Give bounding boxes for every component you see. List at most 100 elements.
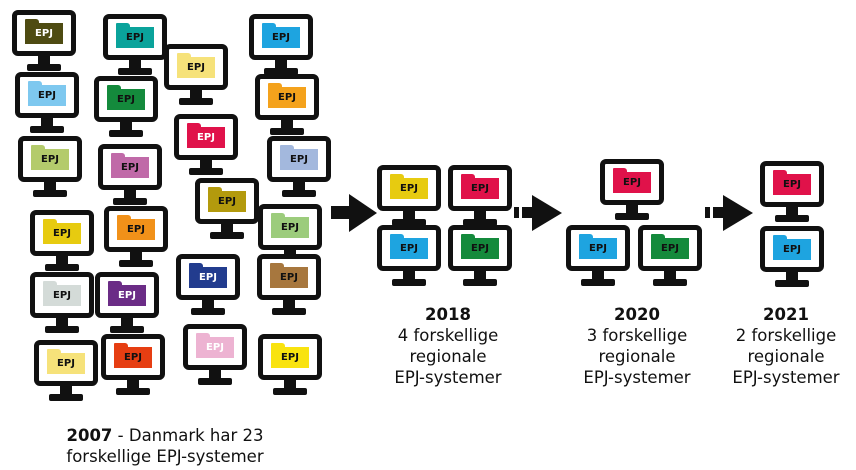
monitor-stand <box>109 130 143 137</box>
monitor-stand <box>282 190 316 197</box>
epj-folder-icon: EPJ <box>196 333 234 358</box>
epj-folder-icon: EPJ <box>461 234 499 259</box>
dotted-arrow-right-icon <box>705 195 753 231</box>
monitor-icon: EPJ <box>377 165 441 229</box>
monitor-neck <box>786 206 798 216</box>
monitor-stand <box>113 198 147 205</box>
monitor-stand <box>45 326 79 333</box>
epj-folder-icon: EPJ <box>271 343 309 368</box>
monitor-stand <box>463 279 497 286</box>
monitor-stand <box>210 232 244 239</box>
epj-folder-icon: EPJ <box>390 174 428 199</box>
monitor-stand <box>775 280 809 287</box>
monitor-neck <box>209 369 221 379</box>
monitor-neck <box>121 317 133 327</box>
monitor-icon: EPJ <box>176 254 240 318</box>
epj-folder-icon: EPJ <box>187 123 225 148</box>
monitor-screen <box>30 272 94 318</box>
stage-line: EPJ-systemer <box>394 368 502 387</box>
monitor-icon: EPJ <box>101 334 165 398</box>
monitor-stand <box>189 168 223 175</box>
stage-2018-label: 2018 4 forskellige regionale EPJ-systeme… <box>368 304 528 388</box>
monitor-icon: EPJ <box>258 334 322 398</box>
stage-year: 2018 <box>425 305 471 324</box>
monitor-screen <box>12 10 76 56</box>
monitor-icon: EPJ <box>15 72 79 136</box>
epj-folder-icon: EPJ <box>271 213 309 238</box>
epj-folder-icon: EPJ <box>114 343 152 368</box>
monitor-neck <box>283 299 295 309</box>
monitor-stand <box>463 219 497 226</box>
monitor-screen <box>30 210 94 256</box>
monitor-stand <box>119 260 153 267</box>
monitor-icon: EPJ <box>30 272 94 336</box>
monitor-stand <box>116 388 150 395</box>
monitor-icon: EPJ <box>34 340 98 404</box>
stage-year: 2007 <box>66 426 113 445</box>
epj-folder-icon: EPJ <box>189 263 227 288</box>
monitor-neck <box>281 119 293 129</box>
monitor-icon: EPJ <box>255 74 319 138</box>
caption-text: - Danmark har 23 <box>112 426 264 445</box>
monitor-icon: EPJ <box>267 136 331 200</box>
stage-line: 3 forskellige <box>586 326 688 345</box>
monitor-screen <box>258 334 322 380</box>
epj-folder-icon: EPJ <box>461 174 499 199</box>
monitor-stand <box>27 64 61 71</box>
monitor-icon: EPJ <box>377 225 441 289</box>
epj-folder-icon: EPJ <box>613 168 651 193</box>
monitor-neck <box>403 270 415 280</box>
epj-folder-icon: EPJ <box>108 281 146 306</box>
monitor-stand <box>30 126 64 133</box>
monitor-neck <box>200 159 212 169</box>
epj-folder-icon: EPJ <box>43 219 81 244</box>
stage-line: EPJ-systemer <box>583 368 691 387</box>
monitor-neck <box>190 89 202 99</box>
monitor-neck <box>41 117 53 127</box>
monitor-icon: EPJ <box>760 226 824 290</box>
monitor-neck <box>664 270 676 280</box>
dotted-arrow-right-icon <box>514 195 562 231</box>
monitor-icon: EPJ <box>566 225 630 289</box>
monitor-icon: EPJ <box>257 254 321 318</box>
monitor-icon: EPJ <box>195 178 259 242</box>
monitor-icon: EPJ <box>164 44 228 108</box>
monitor-neck <box>129 59 141 69</box>
monitor-screen <box>183 324 247 370</box>
epj-folder-icon: EPJ <box>43 281 81 306</box>
epj-folder-icon: EPJ <box>262 23 300 48</box>
monitor-stand <box>191 308 225 315</box>
monitor-stand <box>45 264 79 271</box>
epj-folder-icon: EPJ <box>31 145 69 170</box>
monitor-stand <box>615 213 649 220</box>
monitor-icon: EPJ <box>18 136 82 200</box>
stage-line: EPJ-systemer <box>732 368 840 387</box>
monitor-neck <box>221 223 233 233</box>
epj-folder-icon: EPJ <box>579 234 617 259</box>
stage-line: 2 forskellige <box>735 326 837 345</box>
monitor-neck <box>120 121 132 131</box>
epj-folder-icon: EPJ <box>28 81 66 106</box>
monitor-stand <box>264 68 298 75</box>
monitor-neck <box>38 55 50 65</box>
monitor-screen <box>98 144 162 190</box>
monitor-neck <box>474 210 486 220</box>
monitor-neck <box>592 270 604 280</box>
monitor-icon: EPJ <box>174 114 238 178</box>
monitor-icon: EPJ <box>448 165 512 229</box>
arrow-right-icon <box>331 194 377 232</box>
monitor-stand <box>198 378 232 385</box>
stage-line: regionale <box>409 347 487 366</box>
epj-folder-icon: EPJ <box>268 83 306 108</box>
epj-folder-icon: EPJ <box>117 215 155 240</box>
monitor-stand <box>775 215 809 222</box>
monitor-neck <box>474 270 486 280</box>
stage-line: regionale <box>598 347 676 366</box>
monitor-neck <box>130 251 142 261</box>
epj-folder-icon: EPJ <box>270 263 308 288</box>
epj-folder-icon: EPJ <box>773 170 811 195</box>
stage-line: regionale <box>747 347 825 366</box>
monitor-icon: EPJ <box>104 206 168 270</box>
monitor-neck <box>56 317 68 327</box>
monitor-screen <box>176 254 240 300</box>
